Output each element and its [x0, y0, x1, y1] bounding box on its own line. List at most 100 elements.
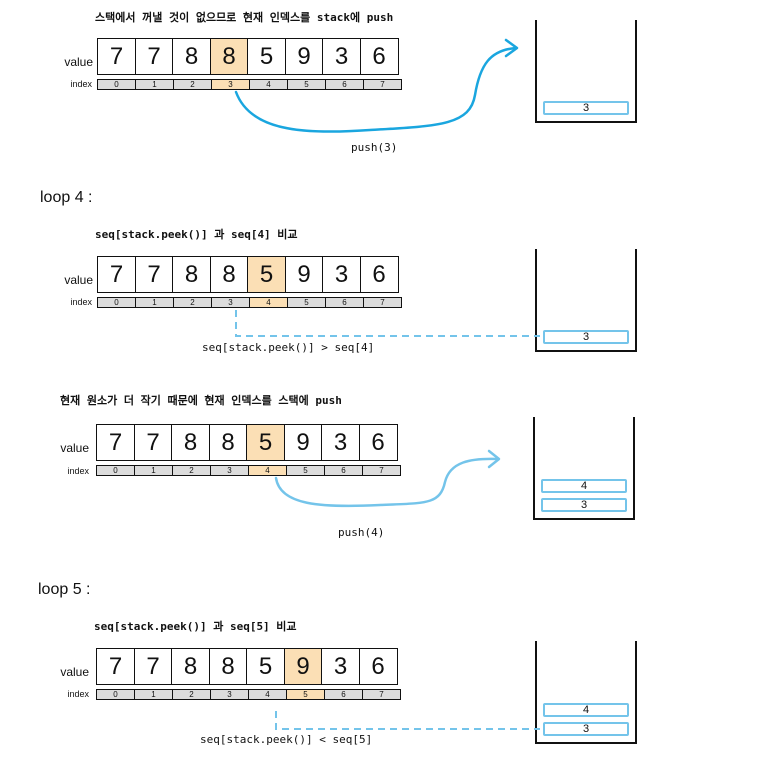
index-row-label: index	[70, 297, 92, 307]
value-cell: 8	[208, 648, 248, 685]
index-cell: 7	[362, 689, 401, 700]
index-cell: 1	[134, 689, 173, 700]
push-label: push(4)	[338, 526, 385, 539]
index-cell: 7	[363, 297, 402, 308]
value-cell: 3	[321, 648, 360, 685]
compare-caption: seq[stack.peek()] 과 seq[4] 비교	[95, 228, 298, 241]
index-cell: 4	[248, 465, 287, 476]
index-cell: 6	[325, 297, 364, 308]
index-cell: 3	[210, 465, 249, 476]
value-cell: 9	[283, 648, 323, 685]
value-cell: 8	[172, 256, 211, 293]
stack-container: 3	[535, 20, 637, 123]
value-cell: 5	[247, 256, 286, 293]
push-label: push(3)	[351, 141, 398, 154]
loop-title: loop 5 :	[38, 581, 91, 598]
index-cell: 2	[173, 297, 212, 308]
value-cell: 8	[171, 648, 210, 685]
value-cell: 8	[208, 424, 248, 461]
value-cell: 5	[246, 424, 285, 461]
index-cell: 0	[97, 79, 136, 90]
value-cell: 6	[358, 648, 398, 685]
value-cell: 9	[284, 256, 324, 293]
compare-result: seq[stack.peek()] > seq[4]	[202, 341, 375, 354]
index-cell: 5	[286, 465, 325, 476]
index-cell: 3	[210, 689, 249, 700]
value-cell: 3	[322, 256, 361, 293]
index-cell: 4	[249, 79, 288, 90]
arrowhead-icon	[504, 38, 519, 58]
index-cell: 5	[286, 689, 325, 700]
index-cell: 6	[324, 465, 363, 476]
value-cell: 8	[209, 256, 249, 293]
index-cell: 0	[97, 297, 136, 308]
index-cell: 3	[211, 297, 250, 308]
stack-item: 3	[543, 330, 629, 344]
value-row-label: value	[64, 273, 93, 287]
index-cell: 4	[249, 297, 288, 308]
stack-item: 3	[543, 101, 629, 115]
index-cell: 5	[287, 297, 326, 308]
value-cell: 8	[172, 38, 211, 75]
loop-title: loop 4 :	[40, 189, 93, 206]
arrowhead-icon	[487, 449, 501, 469]
stack-item: 3	[543, 722, 629, 736]
value-cell: 9	[283, 424, 323, 461]
value-cell: 7	[134, 256, 174, 293]
index-row-label: index	[70, 79, 92, 89]
index-cell: 6	[325, 79, 364, 90]
value-cell: 3	[321, 424, 360, 461]
value-cell: 7	[96, 648, 135, 685]
compare-connector	[235, 310, 540, 337]
index-cell: 1	[134, 465, 173, 476]
index-cell: 2	[173, 79, 212, 90]
value-cell: 7	[97, 38, 136, 75]
value-cell: 6	[358, 424, 398, 461]
value-cell: 8	[209, 38, 249, 75]
value-cell: 5	[246, 648, 285, 685]
compare-caption: seq[stack.peek()] 과 seq[5] 비교	[94, 620, 297, 633]
value-cell: 6	[359, 256, 399, 293]
index-cell: 2	[172, 465, 211, 476]
value-cell: 5	[247, 38, 286, 75]
stack-item: 3	[541, 498, 627, 512]
value-cell: 7	[96, 424, 135, 461]
value-cell: 9	[284, 38, 324, 75]
value-row-label: value	[60, 665, 89, 679]
value-cell: 6	[359, 38, 399, 75]
index-cell: 1	[135, 79, 174, 90]
value-cell: 7	[97, 256, 136, 293]
compare-connector	[275, 711, 540, 730]
push-caption: 현재 원소가 더 작기 때문에 현재 인덱스를 스택에 push	[60, 394, 342, 407]
index-cell: 7	[362, 465, 401, 476]
index-cell: 2	[172, 689, 211, 700]
index-row-label: index	[67, 689, 89, 699]
push-caption: 스택에서 꺼낼 것이 없으므로 현재 인덱스를 stack에 push	[95, 11, 394, 24]
stack-item: 4	[541, 479, 627, 493]
index-cell: 5	[287, 79, 326, 90]
index-cell: 4	[248, 689, 287, 700]
compare-result: seq[stack.peek()] < seq[5]	[200, 733, 373, 746]
index-cell: 0	[96, 689, 135, 700]
stack-item: 4	[543, 703, 629, 717]
value-cell: 7	[133, 424, 173, 461]
index-row-label: index	[67, 466, 89, 476]
value-cell: 8	[171, 424, 210, 461]
value-row-label: value	[64, 55, 93, 69]
index-cell: 6	[324, 689, 363, 700]
index-cell: 1	[135, 297, 174, 308]
index-cell: 7	[363, 79, 402, 90]
value-cell: 3	[322, 38, 361, 75]
value-row-label: value	[60, 441, 89, 455]
value-cell: 7	[133, 648, 173, 685]
